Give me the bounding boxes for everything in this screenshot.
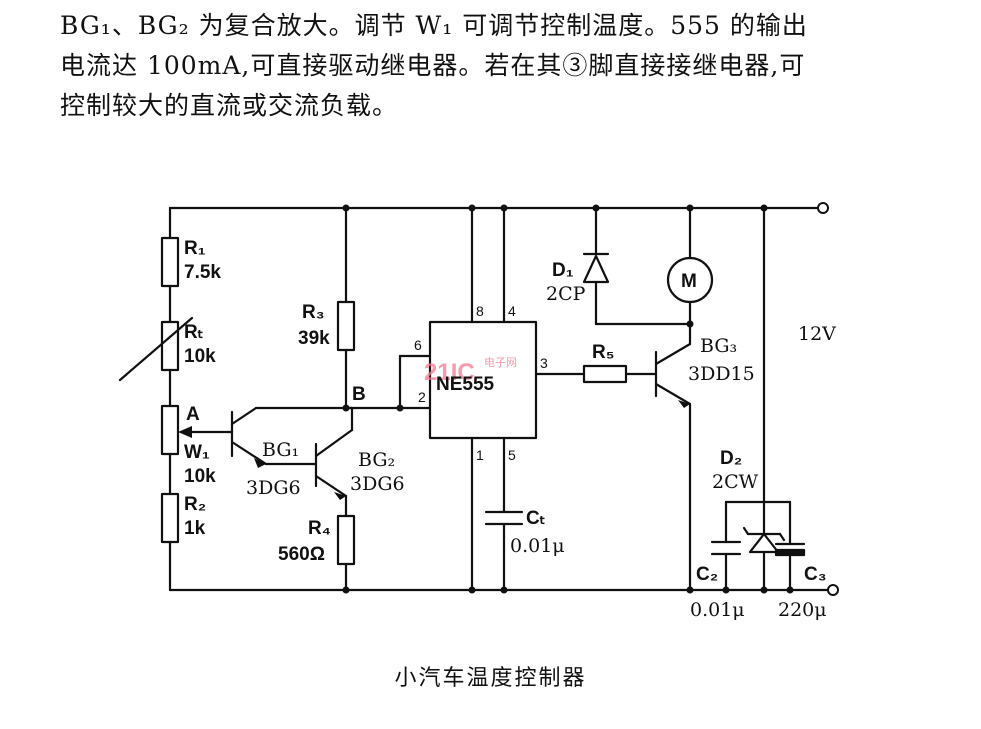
pin-6: 6 [414, 337, 422, 353]
label-ct-value: 0.01μ [510, 535, 565, 557]
label-ic-name: NE555 [436, 374, 495, 395]
terminal-positive [817, 202, 829, 214]
label-rt-name: Rₜ [184, 322, 203, 343]
pin-5: 5 [508, 447, 516, 463]
thermistor-rt [160, 320, 180, 372]
intro-line-3: 控制较大的直流或交流负载。 [60, 91, 399, 120]
watermark-logo: 21IC [424, 359, 475, 386]
zener-d2 [748, 532, 780, 554]
label-motor: M [681, 271, 697, 292]
diode-d1 [582, 254, 610, 284]
resistor-r3 [336, 300, 356, 352]
label-d2-type: 2CW [712, 471, 759, 493]
intro-paragraph: BG₁、BG₂ 为复合放大。调节 W₁ 可调节控制温度。555 的输出 电流达 … [60, 6, 960, 126]
thermistor-arrow [118, 316, 194, 382]
label-r1-value: 7.5k [184, 262, 221, 283]
terminal-ground [827, 584, 839, 596]
resistor-r5 [582, 364, 628, 384]
potentiometer-w1 [160, 404, 180, 456]
resistor-r2 [160, 492, 180, 544]
label-w1-value: 10k [184, 466, 216, 487]
pin-1: 1 [476, 447, 484, 463]
label-r3-value: 39k [298, 328, 330, 349]
wiper-arrow [178, 426, 192, 438]
label-c2-name: C₂ [696, 564, 718, 585]
label-w1-name: W₁ [184, 442, 210, 463]
label-r2-name: R₂ [184, 494, 206, 515]
label-c3-value: 220μ [778, 599, 827, 621]
intro-line-2: 电流达 100mA,可直接驱动继电器。若在其③脚直接接继电器,可 [60, 51, 806, 80]
resistor-r1 [160, 236, 180, 288]
label-ct-name: Cₜ [526, 508, 545, 529]
label-r1-name: R₁ [184, 238, 206, 259]
resistor-r4 [336, 514, 356, 566]
label-r4-value: 560Ω [278, 544, 325, 565]
label-r3-name: R₃ [302, 302, 325, 323]
label-r5-name: R₅ [592, 342, 614, 363]
label-bg2-type: 3DG6 [350, 473, 405, 495]
label-c3-name: C₃ [804, 564, 827, 585]
intro-line-1: BG₁、BG₂ 为复合放大。调节 W₁ 可调节控制温度。555 的输出 [60, 11, 808, 40]
ic-555 [428, 320, 538, 440]
label-bg1-type: 3DG6 [246, 477, 301, 499]
label-bg3-name: BG₃ [700, 335, 737, 357]
label-d2-name: D₂ [720, 448, 742, 469]
label-bg3-type: 3DD15 [688, 363, 755, 385]
pin-8: 8 [476, 303, 484, 319]
label-bg1-name: BG₁ [262, 439, 299, 461]
label-d1-type: 2CP [546, 283, 586, 305]
label-supply-voltage: 12V [798, 323, 836, 345]
pin-2: 2 [418, 389, 426, 405]
label-r2-value: 1k [184, 518, 206, 539]
pin-3: 3 [540, 355, 548, 371]
label-node-b: B [352, 384, 366, 405]
label-rt-value: 10k [184, 346, 216, 367]
label-d1-name: D₁ [552, 260, 574, 281]
figure-caption: 小汽车温度控制器 [394, 666, 587, 691]
label-bg2-name: BG₂ [358, 449, 395, 471]
label-r4-name: R₄ [308, 518, 331, 539]
label-c2-value: 0.01μ [690, 599, 745, 621]
watermark-sub: 电子网 [484, 356, 517, 369]
pin-4: 4 [508, 303, 516, 319]
label-node-a: A [186, 404, 200, 425]
